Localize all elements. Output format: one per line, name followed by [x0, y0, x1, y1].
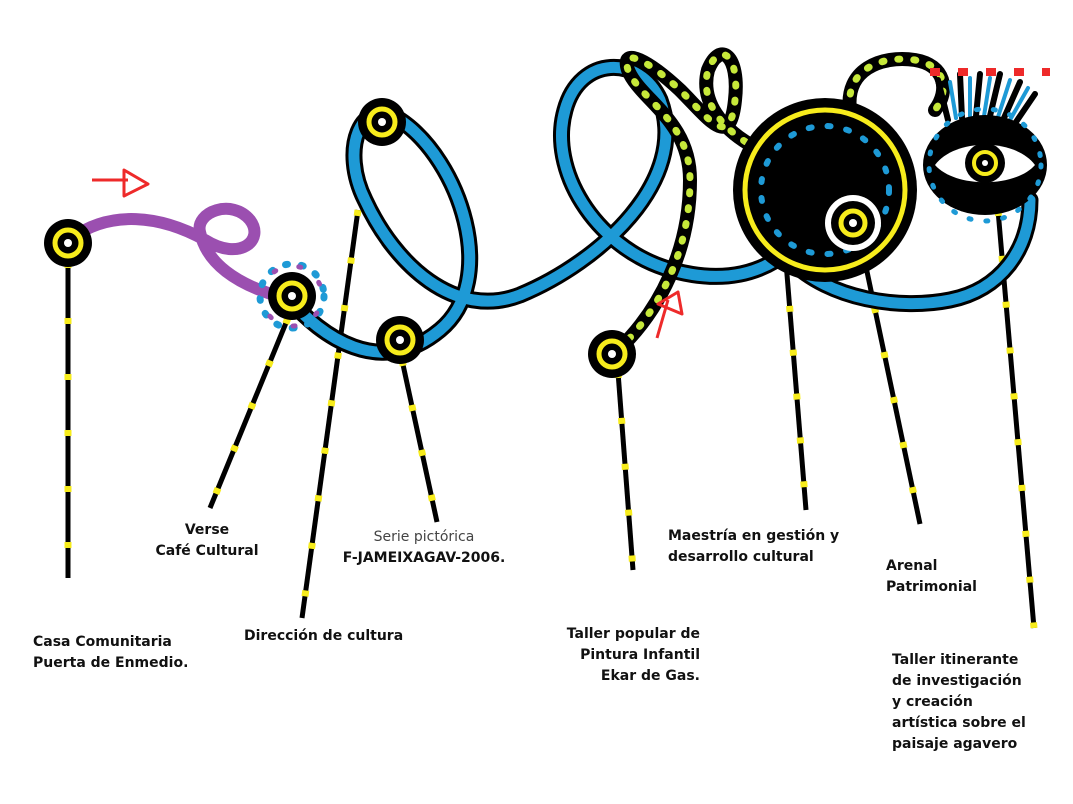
node-taller-popular	[588, 330, 636, 378]
node-direccion	[358, 98, 406, 146]
purple-route	[72, 209, 285, 298]
label-taller-itinerante: Taller itinerante de investigación y cre…	[892, 650, 1026, 755]
stem-maestria	[786, 262, 806, 510]
label-casa-comunitaria: Casa Comunitaria Puerta de Enmedio.	[33, 632, 188, 674]
stem-verse	[210, 318, 288, 508]
stem-taller-popular	[618, 372, 633, 570]
stem-serie	[402, 360, 437, 522]
eye-hub	[923, 72, 1050, 221]
node-serie	[376, 316, 424, 364]
label-direccion-cultura: Dirección de cultura	[244, 626, 403, 647]
label-arenal: Arenal Patrimonial	[886, 556, 977, 598]
arrow-icon	[92, 170, 148, 196]
node-casa	[44, 219, 92, 267]
label-verse-cafe: Verse Café Cultural	[132, 520, 282, 562]
label-serie-pictorica: Serie pictórica F-JAMEIXAGAV-2006.	[324, 527, 524, 569]
node-verse	[268, 272, 316, 320]
maestria-hub	[733, 98, 917, 282]
label-maestria: Maestría en gestión y desarrollo cultura…	[668, 526, 839, 568]
label-taller-popular: Taller popular de Pintura Infantil Ekar …	[520, 624, 700, 687]
